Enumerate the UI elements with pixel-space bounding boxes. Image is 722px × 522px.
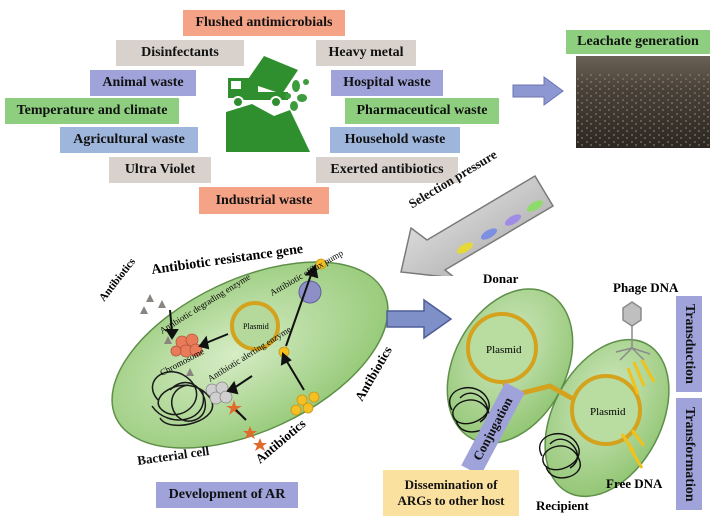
label-exerted-antibiotics: Exerted antibiotics — [316, 157, 458, 183]
phage-dna-strands — [626, 359, 656, 395]
label-leachate-generation: Leachate generation — [566, 30, 710, 54]
label-dissemination-text: Dissemination of ARGs to other host — [397, 476, 505, 508]
donor-plasmid-icon — [466, 312, 538, 384]
label-flushed-antimicrobials: Flushed antimicrobials — [183, 10, 345, 36]
label-ultra-violet: Ultra Violet — [109, 157, 211, 183]
label-pharmaceutical-waste: Pharmaceutical waste — [345, 98, 499, 124]
label-hospital-waste: Hospital waste — [331, 70, 443, 96]
chromosome-icon — [151, 370, 214, 427]
antibiotic-triangles-icon — [140, 294, 194, 376]
cell-body — [111, 261, 389, 449]
selection-pressure-arrow — [400, 174, 555, 276]
label-cell-plasmid: Plasmid — [243, 322, 269, 331]
label-animal-waste: Animal waste — [90, 70, 196, 96]
antibiotic-stars-icon — [226, 400, 267, 451]
label-temperature-and-climate: Temperature and climate — [5, 98, 179, 124]
label-donor-plasmid: Plasmid — [486, 344, 522, 356]
label-transformation: Transformation — [676, 398, 702, 510]
bacterial-cell-diagram: Antibiotics Antibiotic resistance gene A… — [100, 242, 395, 466]
label-household-waste: Household waste — [330, 127, 460, 153]
antibiotic-dots-icon — [278, 258, 327, 416]
leachate-photo — [576, 56, 710, 148]
recipient-chromosome-icon — [539, 432, 581, 479]
label-free-dna: Free DNA — [606, 476, 663, 491]
arrow-to-leachate — [512, 76, 564, 106]
landfill-truck-icon — [226, 56, 310, 152]
arrow-to-gene-transfer — [386, 298, 452, 340]
label-phage-dna: Phage DNA — [613, 280, 679, 295]
label-transduction: Transduction — [676, 296, 702, 392]
recipient-plasmid-icon — [570, 374, 642, 446]
label-antibiotics-left: Antibiotics — [100, 255, 138, 303]
plasmid-icon — [230, 301, 280, 351]
free-dna-strands — [620, 429, 646, 469]
label-recipient-plasmid: Plasmid — [590, 406, 626, 418]
label-heavy-metal: Heavy metal — [316, 40, 416, 66]
label-industrial-waste: Industrial waste — [199, 187, 329, 214]
label-disinfectants: Disinfectants — [116, 40, 244, 66]
label-recipient: Recipient — [536, 498, 589, 513]
label-development-of-ar: Development of AR — [156, 482, 298, 508]
altering-enzyme-icon — [205, 381, 233, 405]
degrading-enzyme-icon — [170, 333, 203, 358]
label-agricultural-waste: Agricultural waste — [60, 127, 198, 153]
phage-icon — [615, 301, 651, 361]
label-dissemination: Dissemination of ARGs to other host — [383, 470, 519, 516]
label-donar: Donar — [483, 271, 519, 286]
efflux-pump-icon — [298, 280, 322, 304]
